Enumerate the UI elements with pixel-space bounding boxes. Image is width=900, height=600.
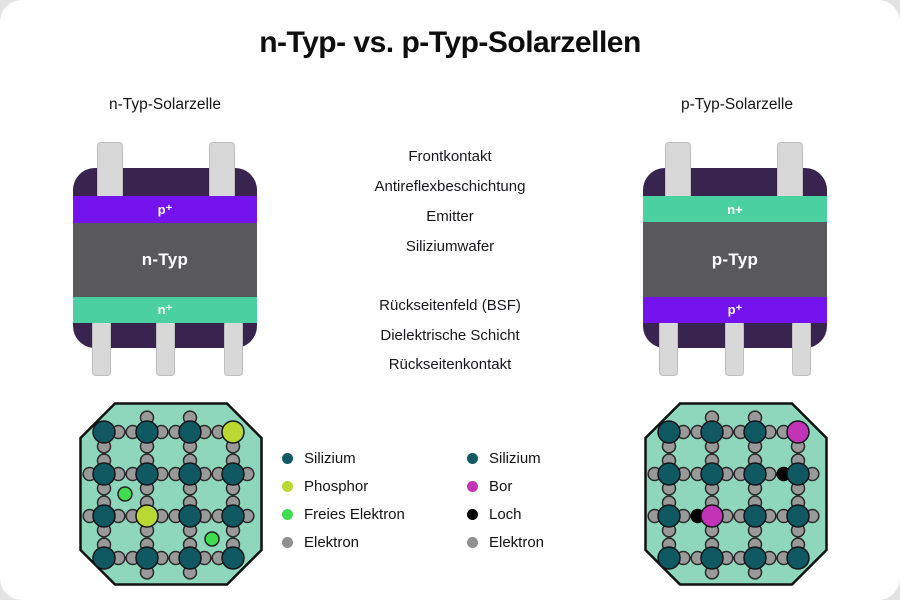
dopant-atom — [700, 504, 724, 528]
center-label-dielektrische-schicht: Dielektrische Schicht — [380, 327, 520, 344]
n-type-lattice-diagram — [79, 402, 263, 586]
silicon-atom — [657, 504, 681, 528]
legend-item: Silizium — [467, 444, 544, 472]
silicon-atom — [657, 420, 681, 444]
back-contact-pin — [156, 320, 175, 376]
center-label-frontkontakt: Frontkontakt — [408, 148, 492, 165]
layer-n-plus-emitter: n+ — [643, 196, 827, 222]
legend-label: Silizium — [489, 449, 541, 467]
silicon-atom — [700, 462, 724, 486]
layer-label: p-Typ — [711, 249, 759, 269]
layer-n-plus-bsf: n⁺ — [73, 297, 257, 323]
silicon-atom — [92, 504, 116, 528]
layer-label: n+ — [727, 201, 743, 217]
front-contact-pin — [209, 142, 235, 200]
silicon-atom — [743, 546, 767, 570]
back-contact-pin — [792, 320, 811, 376]
silicon-atom — [221, 462, 245, 486]
dopant-atom — [786, 420, 810, 444]
silicon-atom — [92, 420, 116, 444]
legend-color-dot — [282, 536, 293, 548]
legend-color-dot — [467, 452, 478, 464]
center-label-bsf: Rückseitenfeld (BSF) — [379, 297, 521, 314]
p-type-lattice-diagram — [644, 402, 828, 586]
legend-color-dot — [282, 480, 293, 492]
layer-label: p⁺ — [727, 302, 743, 317]
legend-item: Phosphor — [282, 472, 405, 500]
layer-label: n-Typ — [141, 250, 189, 269]
back-contact-pin — [725, 320, 744, 376]
legend-color-dot — [467, 536, 478, 548]
legend-color-dot — [282, 508, 293, 520]
silicon-atom — [135, 546, 159, 570]
silicon-atom — [786, 504, 810, 528]
legend-item: Bor — [467, 472, 544, 500]
legend-color-dot — [467, 480, 478, 492]
silicon-atom — [786, 546, 810, 570]
dopant-atom — [135, 504, 159, 528]
silicon-atom — [178, 546, 202, 570]
silicon-atom — [657, 546, 681, 570]
layer-label: n⁺ — [157, 302, 173, 317]
front-contact-pin — [665, 142, 691, 200]
legend-item: Elektron — [467, 528, 544, 556]
silicon-atom — [135, 420, 159, 444]
silicon-atom — [743, 462, 767, 486]
legend-item: Freies Elektron — [282, 500, 405, 528]
legend-color-dot — [467, 508, 478, 520]
legend-label: Elektron — [489, 533, 545, 551]
legend-item: Silizium — [282, 444, 405, 472]
legend-label: Phosphor — [304, 477, 369, 495]
silicon-atom — [92, 462, 116, 486]
silicon-atom — [700, 420, 724, 444]
silicon-atom — [657, 462, 681, 486]
back-contact-pin — [659, 320, 678, 376]
legend-label: Freies Elektron — [304, 505, 405, 523]
layer-p-wafer: p-Typ — [643, 222, 827, 297]
silicon-atom — [743, 420, 767, 444]
silicon-atom — [700, 546, 724, 570]
layer-label: p⁺ — [157, 201, 173, 217]
silicon-atom — [92, 546, 116, 570]
layer-p-plus-bsf: p⁺ — [643, 297, 827, 323]
legend-label: Bor — [489, 477, 513, 495]
dopant-atom — [221, 420, 245, 444]
layer-n-wafer: n-Typ — [73, 223, 257, 297]
legend-color-dot — [282, 452, 293, 464]
center-label-rueckseitenkontakt: Rückseitenkontakt — [388, 356, 512, 373]
free-electron-dot — [204, 531, 220, 547]
cell-p-heading: p-Typ-Solarzelle — [681, 96, 793, 113]
silicon-atom — [743, 504, 767, 528]
legend-label: Elektron — [304, 533, 360, 551]
layer-p-plus-emitter: p⁺ — [73, 196, 257, 223]
legend-item: Loch — [467, 500, 544, 528]
back-contact-pin — [92, 320, 111, 376]
front-contact-pin — [777, 142, 803, 200]
silicon-atom — [178, 504, 202, 528]
legend-label: Silizium — [304, 449, 356, 467]
back-contact-pin — [224, 320, 243, 376]
page-title: n-Typ- vs. p-Typ-Solarzellen — [259, 26, 641, 59]
legend-label: Loch — [489, 505, 522, 523]
silicon-atom — [178, 420, 202, 444]
silicon-atom — [135, 462, 159, 486]
center-label-antireflex: Antireflexbeschichtung — [374, 178, 526, 195]
center-label-emitter: Emitter — [426, 208, 474, 225]
silicon-atom — [178, 462, 202, 486]
silicon-atom — [786, 462, 810, 486]
silicon-atom — [221, 504, 245, 528]
center-label-siliziumwafer: Siliziumwafer — [405, 238, 495, 255]
cell-n-heading: n-Typ-Solarzelle — [109, 96, 221, 113]
front-contact-pin — [97, 142, 123, 200]
legend-item: Elektron — [282, 528, 405, 556]
silicon-atom — [221, 546, 245, 570]
free-electron-dot — [117, 486, 133, 502]
